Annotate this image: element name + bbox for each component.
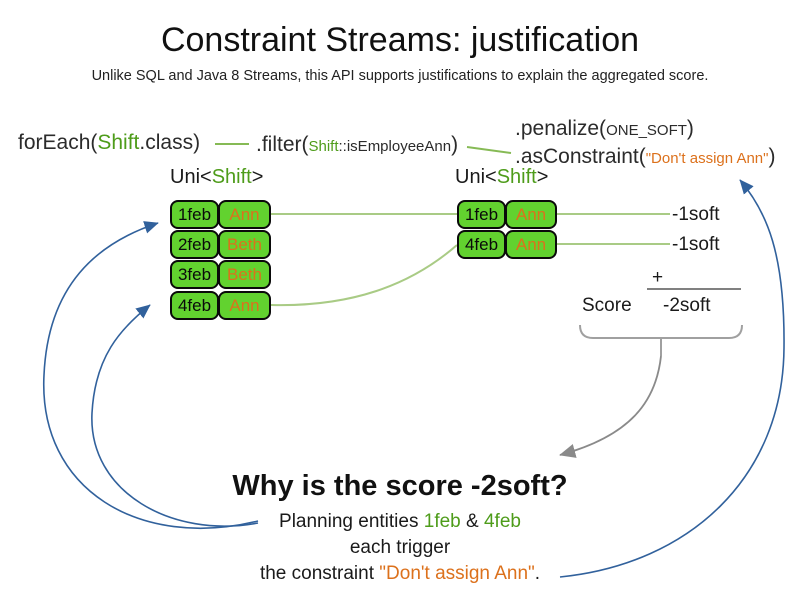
- code-foreach: forEach(Shift.class): [18, 131, 200, 155]
- shift-date-cell: 4feb: [170, 291, 219, 320]
- subtitle: Unlike SQL and Java 8 Streams, this API …: [91, 68, 709, 84]
- shift-employee-cell: Ann: [218, 291, 271, 320]
- uni-pre: Uni<: [170, 166, 212, 188]
- shift-employee-cell: Ann: [218, 200, 271, 229]
- gray-arrow: [559, 355, 662, 458]
- explanation-line2: each trigger: [349, 537, 451, 558]
- explanation-heading: Why is the score -2soft?: [232, 470, 568, 502]
- code-asconstraint-post: ): [768, 145, 776, 168]
- code-foreach-post: .class): [139, 131, 201, 154]
- code-foreach-class: Shift: [97, 131, 140, 154]
- score-total: -2soft: [663, 295, 711, 316]
- constraint-name: "Don't assign Ann": [379, 563, 535, 584]
- line1-mid: &: [460, 511, 484, 532]
- line3-post: .: [534, 563, 541, 584]
- uni-class: Shift: [211, 166, 252, 188]
- blue-arrow-to-constraint: [559, 179, 785, 578]
- code-asconstraint-arg: "Don't assign Ann": [645, 150, 769, 167]
- penalty-value-2: -1soft: [672, 234, 720, 255]
- code-penalize: .penalize(ONE_SOFT): [515, 116, 775, 144]
- uni-shift-label-right: Uni<Shift>: [455, 166, 548, 189]
- shift-date-cell: 3feb: [170, 260, 219, 289]
- line3-pre: the constraint: [259, 563, 380, 584]
- stream-dash-2: [466, 146, 512, 154]
- explanation-line3: the constraint "Don't assign Ann".: [0, 561, 800, 587]
- uni-post: >: [251, 166, 264, 188]
- explanation-line1: Planning entities 1feb & 4feb: [0, 509, 800, 535]
- plus-sign: +: [652, 267, 664, 288]
- code-penalize-pre: .penalize(: [515, 117, 607, 140]
- score-label: Score: [582, 295, 632, 316]
- uni-pre: Uni<: [455, 166, 497, 188]
- code-filter-arg-class: Shift: [308, 138, 339, 155]
- code-asconstraint: .asConstraint("Don't assign Ann"): [515, 144, 775, 172]
- shift-employee-cell: Beth: [218, 230, 271, 259]
- code-penalize-block: .penalize(ONE_SOFT) .asConstraint("Don't…: [515, 116, 775, 172]
- code-filter: .filter(Shift::isEmployeeAnn): [256, 133, 458, 157]
- uni-shift-label-left: Uni<Shift>: [170, 166, 263, 189]
- shift-date-cell: 1feb: [457, 200, 506, 229]
- blue-arrow-to-1feb: [43, 221, 259, 530]
- penalty-value-1: -1soft: [672, 204, 720, 225]
- entity-1feb: 1feb: [423, 511, 461, 532]
- explanation-text: Planning entities 1feb & 4feb each trigg…: [0, 509, 800, 587]
- code-foreach-pre: forEach(: [18, 131, 98, 154]
- code-filter-post: ): [451, 133, 459, 156]
- line1-pre: Planning entities: [279, 511, 424, 532]
- uni-post: >: [536, 166, 549, 188]
- link-4feb-left-right: [270, 244, 458, 307]
- score-brace: [579, 324, 743, 339]
- shift-employee-cell: Beth: [218, 260, 271, 289]
- page-title: Constraint Streams: justification: [160, 21, 640, 59]
- entity-4feb: 4feb: [483, 511, 521, 532]
- shift-date-cell: 4feb: [457, 230, 506, 259]
- code-penalize-post: ): [686, 117, 694, 140]
- uni-class: Shift: [496, 166, 537, 188]
- shift-date-cell: 1feb: [170, 200, 219, 229]
- shift-date-cell: 2feb: [170, 230, 219, 259]
- code-filter-arg-rest: ::isEmployeeAnn: [338, 138, 452, 155]
- shift-employee-cell: Ann: [505, 200, 557, 229]
- shift-employee-cell: Ann: [505, 230, 557, 259]
- blue-arrow-to-4feb: [91, 304, 259, 527]
- code-filter-pre: .filter(: [256, 133, 309, 156]
- code-asconstraint-pre: .asConstraint(: [515, 145, 646, 168]
- code-penalize-arg: ONE_SOFT: [606, 122, 687, 139]
